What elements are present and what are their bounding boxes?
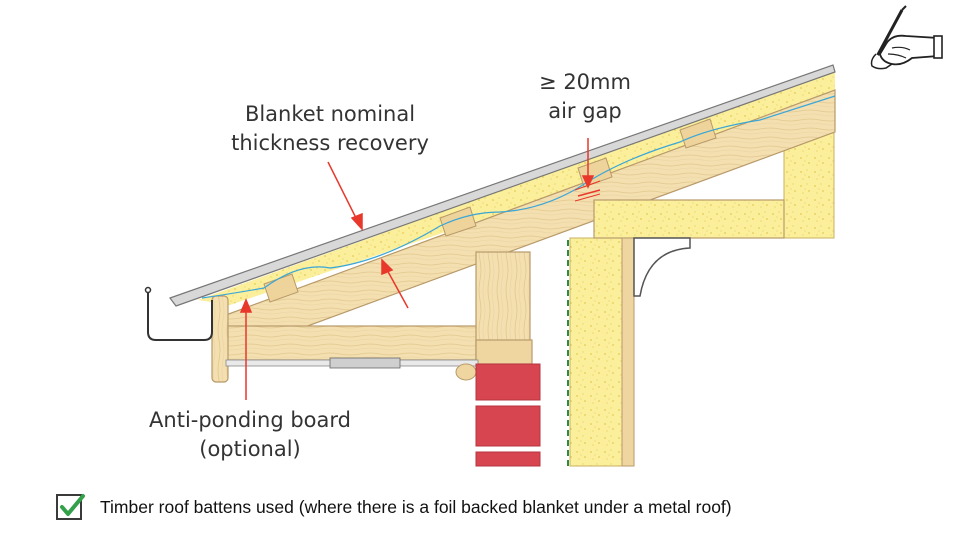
fascia-board: [211, 295, 229, 383]
foil-backing: [201, 95, 836, 299]
check-icon: [60, 494, 85, 516]
metal-roof-sheet: [169, 64, 836, 307]
air-gap-label: ≥ 20mm air gap: [520, 68, 650, 126]
board-label-line1: Anti-ponding board: [149, 408, 351, 432]
wall-insulation: [569, 237, 623, 467]
blanket-label-line2: thickness recovery: [231, 131, 429, 155]
blanket-recovery-label: Blanket nominal thickness recovery: [210, 100, 450, 158]
soffit-vent: [329, 357, 401, 369]
ceiling-joist: [225, 325, 481, 361]
collar-beam: [593, 199, 785, 239]
hand-writing-icon: [870, 5, 943, 70]
timber-battens: [263, 118, 717, 303]
blanket-label-line1: Blanket nominal: [244, 102, 416, 126]
annotation-arrows: [239, 138, 601, 400]
column-timber: [621, 237, 635, 467]
brick-wall: [475, 363, 541, 467]
knee-brace: [633, 237, 691, 297]
checkbox[interactable]: [56, 494, 85, 520]
gutter: [147, 292, 213, 341]
anti-ponding-board-label: Anti-ponding board (optional): [120, 406, 380, 464]
caption-text: Timber roof battens used (where there is…: [100, 496, 732, 517]
board-label-line2: (optional): [199, 437, 301, 461]
wall-plate: [475, 339, 533, 365]
caption-row: Timber roof battens used (where there is…: [56, 491, 732, 523]
air-gap-label-line1: ≥ 20mm: [539, 70, 631, 94]
air-gap-label-line2: air gap: [548, 99, 622, 123]
